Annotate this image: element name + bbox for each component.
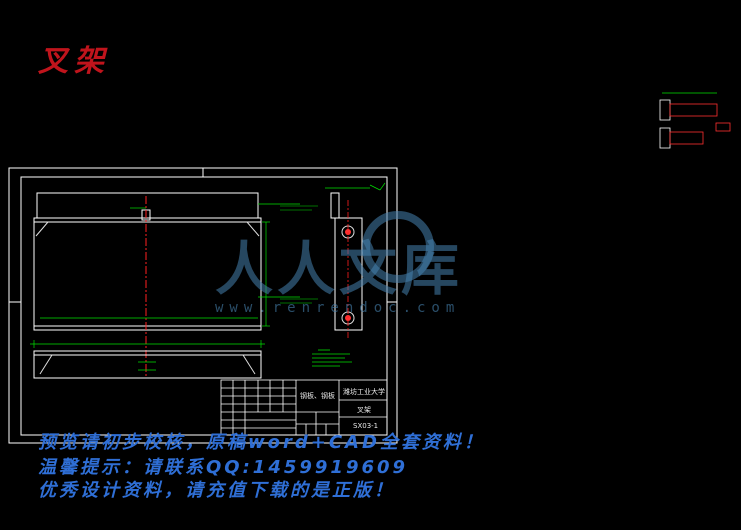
watermark-brand: 人人文库 (215, 235, 464, 303)
notice-line-1: 预览请初步校核，原稿word+CAD全套资料！ (38, 432, 485, 453)
technical-notes (312, 349, 352, 367)
bolt-detail (659, 92, 731, 149)
watermark-url: www.renrendoc.com (215, 300, 461, 316)
top-view (33, 350, 262, 379)
drawing-title: 叉架 (38, 44, 110, 79)
title-block-school: 潍坊工业大学 (343, 388, 385, 396)
title-block (220, 379, 388, 436)
watermark-logo (362, 211, 434, 283)
notice-line-3: 优秀设计资料，请充值下载的是正版！ (38, 480, 395, 501)
title-block-part-name: 叉架 (357, 406, 371, 414)
title-block-code: SX03-1 (353, 422, 379, 430)
inner-frame (20, 176, 388, 436)
title-block-material: 钢板、钢板 (300, 392, 335, 400)
notice-line-2: 温馨提示：请联系QQ:1459919609 (38, 457, 409, 478)
